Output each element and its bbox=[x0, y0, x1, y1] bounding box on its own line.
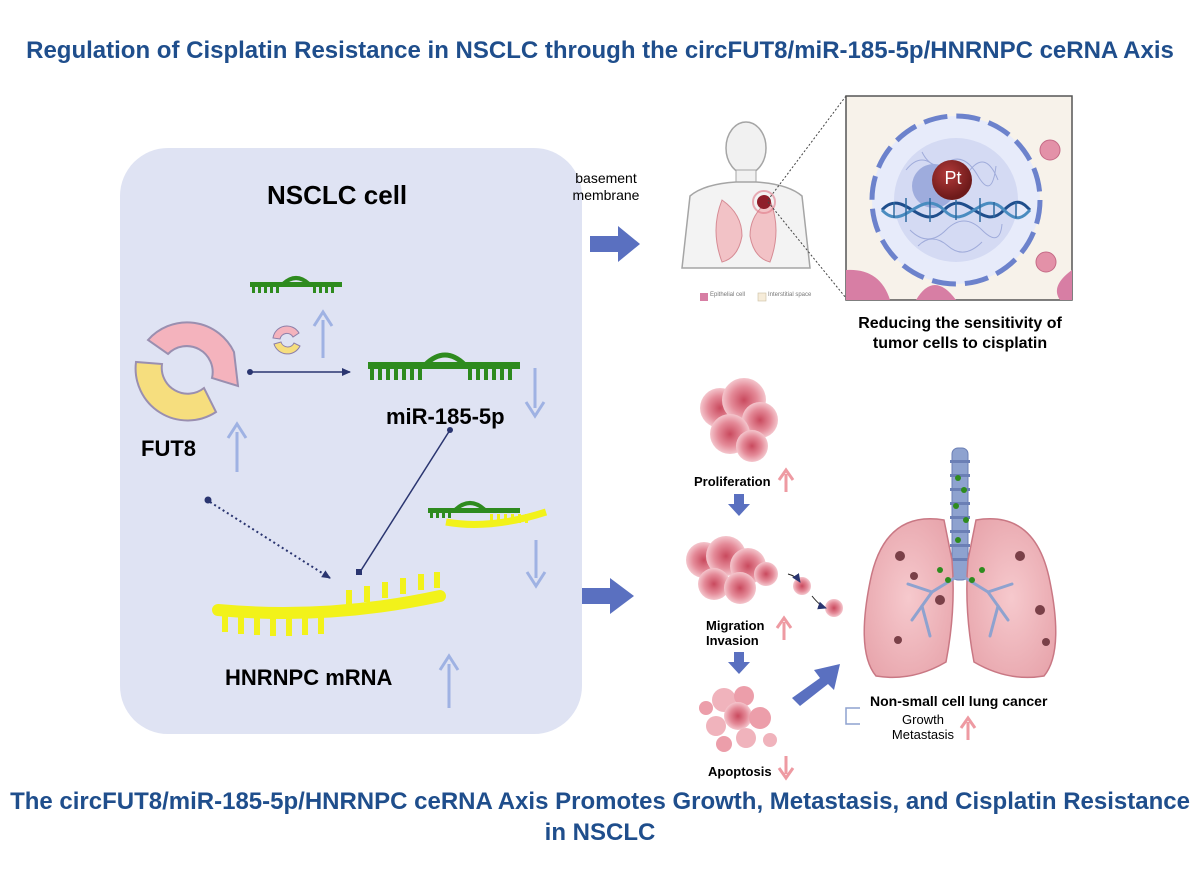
mir-down-arrow bbox=[524, 368, 546, 419]
nsclc-label: Non-small cell lung cancer bbox=[870, 693, 1048, 709]
mirna-small-top bbox=[250, 276, 342, 293]
platinum-label: Pt bbox=[944, 168, 962, 188]
mir-inhibits-hnrnpc-line bbox=[356, 427, 453, 575]
fut8-label: FUT8 bbox=[141, 436, 196, 461]
circfut8-up-arrow bbox=[312, 309, 334, 358]
zoomed-tumor-cell-view bbox=[845, 95, 1073, 301]
migration-up-arrow bbox=[775, 615, 793, 640]
proliferation-tumor-cluster bbox=[700, 378, 778, 462]
hnrnpc-mrna-label: HNRNPC mRNA bbox=[225, 665, 393, 690]
apoptosis-label: Apoptosis bbox=[708, 764, 772, 779]
diagram-title: Regulation of Cisplatin Resistance in NS… bbox=[26, 37, 1174, 64]
legend-interstitial-label: Interstitial space bbox=[768, 292, 812, 298]
fut8-ring-icon bbox=[134, 321, 240, 422]
human-body-figure bbox=[681, 121, 811, 269]
mir-hnrnpc-duplex-icon bbox=[428, 501, 548, 528]
hnrnpc-up-arrow bbox=[438, 653, 460, 708]
nsclc-bracket bbox=[845, 707, 860, 725]
fut8-to-hnrnpc-dotted-arrow bbox=[204, 496, 331, 579]
proliferation-up-arrow bbox=[777, 467, 795, 492]
mir-185-5p-icon bbox=[368, 352, 520, 380]
arrow-to-phenotype bbox=[582, 578, 634, 614]
mir-185-5p-label: miR-185-5p bbox=[386, 404, 505, 429]
cisplatin-sensitivity-caption: Reducing the sensitivity of tumor cells … bbox=[858, 315, 1062, 352]
legend-epithelial-swatch bbox=[700, 293, 708, 301]
apoptosis-down-arrow bbox=[777, 756, 795, 781]
down-arrow-2 bbox=[728, 652, 750, 674]
nsclc-up-arrow bbox=[959, 715, 977, 740]
hnrnpc-mrna-icon bbox=[212, 572, 446, 636]
lungs-with-tumors bbox=[863, 447, 1057, 679]
proliferation-label: Proliferation bbox=[694, 474, 771, 489]
legend-epithelial-label: Epithelial cell bbox=[710, 292, 746, 298]
floating-epithelial-cell-2 bbox=[1035, 251, 1057, 273]
fut8-up-arrow bbox=[226, 421, 248, 472]
zoom-guides bbox=[767, 95, 847, 299]
migration-tumor-cluster bbox=[686, 536, 843, 617]
circfut8-sponges-mir-arrow bbox=[247, 368, 351, 376]
nsclc-cell-panel bbox=[120, 148, 582, 734]
basement-membrane-label: basement membrane bbox=[572, 170, 640, 203]
diagram-conclusion: The circFUT8/miR-185-5p/HNRNPC ceRNA Axi… bbox=[10, 788, 1190, 846]
down-arrow-1 bbox=[728, 494, 750, 516]
apoptosis-tumor-cluster bbox=[699, 686, 777, 752]
circfut8-small-icon bbox=[272, 325, 301, 355]
floating-epithelial-cell-1 bbox=[1039, 139, 1061, 161]
duplex-down-arrow bbox=[525, 540, 547, 589]
migration-invasion-label: Migration Invasion bbox=[706, 618, 765, 648]
cell-panel-title: NSCLC cell bbox=[267, 180, 408, 210]
arrow-to-cisplatin bbox=[590, 226, 640, 262]
legend-interstitial-swatch bbox=[757, 292, 767, 302]
arrow-to-lungs bbox=[792, 664, 840, 706]
growth-metastasis-label: Growth Metastasis bbox=[891, 712, 955, 742]
